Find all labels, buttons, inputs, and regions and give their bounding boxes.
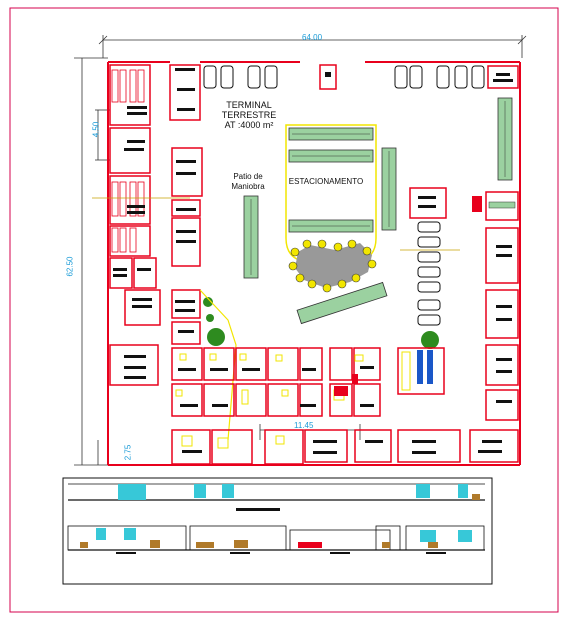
top-cars	[203, 65, 485, 89]
waiting-seats	[111, 69, 145, 253]
counters	[113, 68, 196, 379]
dimension-total-height: 62.50	[65, 256, 75, 277]
terminal-title-line2: TERRESTRE	[221, 110, 277, 120]
buses	[243, 97, 513, 325]
drawing-frame	[9, 7, 559, 613]
landscape	[199, 239, 439, 441]
entry-booth	[319, 64, 337, 90]
fixtures	[175, 351, 411, 449]
patio-label: Patio de Maniobra	[220, 172, 276, 192]
right-rooms	[304, 65, 519, 463]
elevations-panel	[62, 477, 493, 585]
parking-label: ESTACIONAMENTO	[288, 177, 364, 186]
terminal-title-line1: TERMINAL	[226, 100, 272, 110]
right-counters	[313, 73, 513, 454]
top-dimension-line	[98, 35, 527, 58]
bottom-rooms	[171, 347, 445, 465]
left-dimension-line	[74, 57, 110, 466]
patio-label-line1: Patio de	[233, 172, 263, 181]
room-counters	[178, 366, 374, 453]
side-cars	[417, 221, 441, 326]
bus-stripes	[250, 101, 506, 275]
left-rooms	[109, 64, 203, 386]
terminal-title: TERMINAL TERRESTRE AT :4000 m²	[204, 100, 294, 130]
fire-equipment	[472, 196, 482, 212]
dimension-offset-bottom: 2.75	[123, 444, 133, 461]
platform-outline	[285, 124, 377, 263]
outer-walls	[107, 61, 521, 466]
columns	[417, 350, 433, 384]
dimension-total-width: 64.00	[302, 33, 323, 42]
patio-label-line2: Maniobra	[231, 182, 265, 191]
dimension-offset-top: 4.50	[91, 121, 101, 138]
terminal-area: AT :4000 m²	[224, 120, 274, 130]
dimension-inner-width: 11.45	[294, 421, 314, 430]
